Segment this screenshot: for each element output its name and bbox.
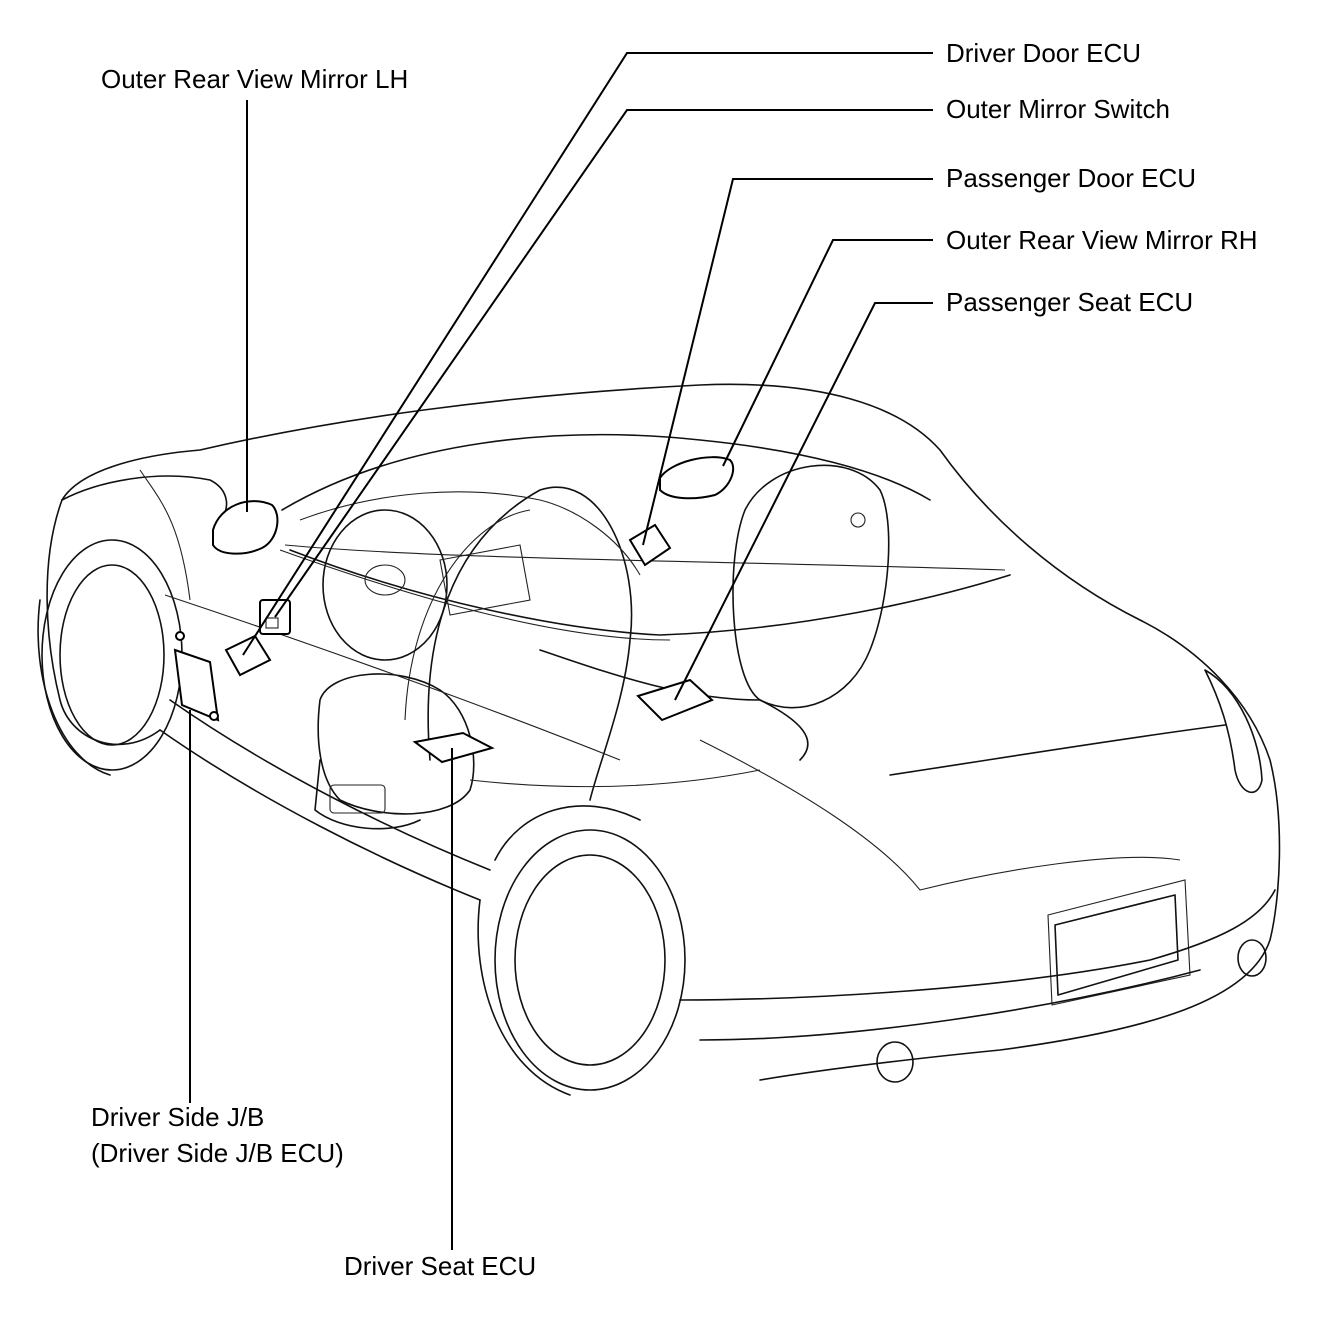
driver-seat	[314, 673, 475, 830]
label-outer-mirror-switch: Outer Mirror Switch	[946, 94, 1170, 124]
leader-outer-mirror-switch	[274, 109, 933, 618]
leader-passenger-seat-ecu	[674, 302, 933, 701]
label-outer-rear-view-mirror-lh: Outer Rear View Mirror LH	[101, 64, 409, 94]
outer-rear-view-mirror-rh-shape	[659, 456, 735, 500]
label-driver-seat-ecu: Driver Seat ECU	[344, 1251, 537, 1281]
leader-passenger-door-ecu	[642, 178, 933, 546]
steering-wheel	[322, 509, 448, 661]
label-driver-side-jb-line1: Driver Side J/B	[91, 1102, 265, 1132]
driver-side-jb-shape	[173, 631, 220, 722]
label-driver-side-jb-line2: (Driver Side J/B ECU)	[91, 1138, 344, 1168]
front-wheel	[37, 539, 183, 776]
passenger-seat	[732, 464, 890, 709]
label-outer-rear-view-mirror-rh: Outer Rear View Mirror RH	[946, 225, 1258, 255]
passenger-door-ecu-shape	[628, 523, 672, 567]
outer-rear-view-mirror-lh-shape	[212, 500, 279, 555]
label-passenger-door-ecu: Passenger Door ECU	[946, 163, 1196, 193]
leader-outer-rear-view-mirror-rh	[722, 239, 933, 467]
license-plate-recess	[1047, 879, 1191, 1006]
label-driver-door-ecu: Driver Door ECU	[946, 38, 1142, 68]
leader-driver-door-ecu	[242, 52, 933, 656]
leader-lines	[189, 52, 933, 1250]
driver-door-ecu-shape	[224, 634, 272, 677]
exhaust-tips	[876, 939, 1267, 1083]
car-outline	[37, 383, 1281, 1096]
label-passenger-seat-ecu: Passenger Seat ECU	[946, 287, 1194, 317]
driver-seat-ecu-shape	[412, 731, 495, 764]
rear-wheel	[477, 805, 686, 1096]
